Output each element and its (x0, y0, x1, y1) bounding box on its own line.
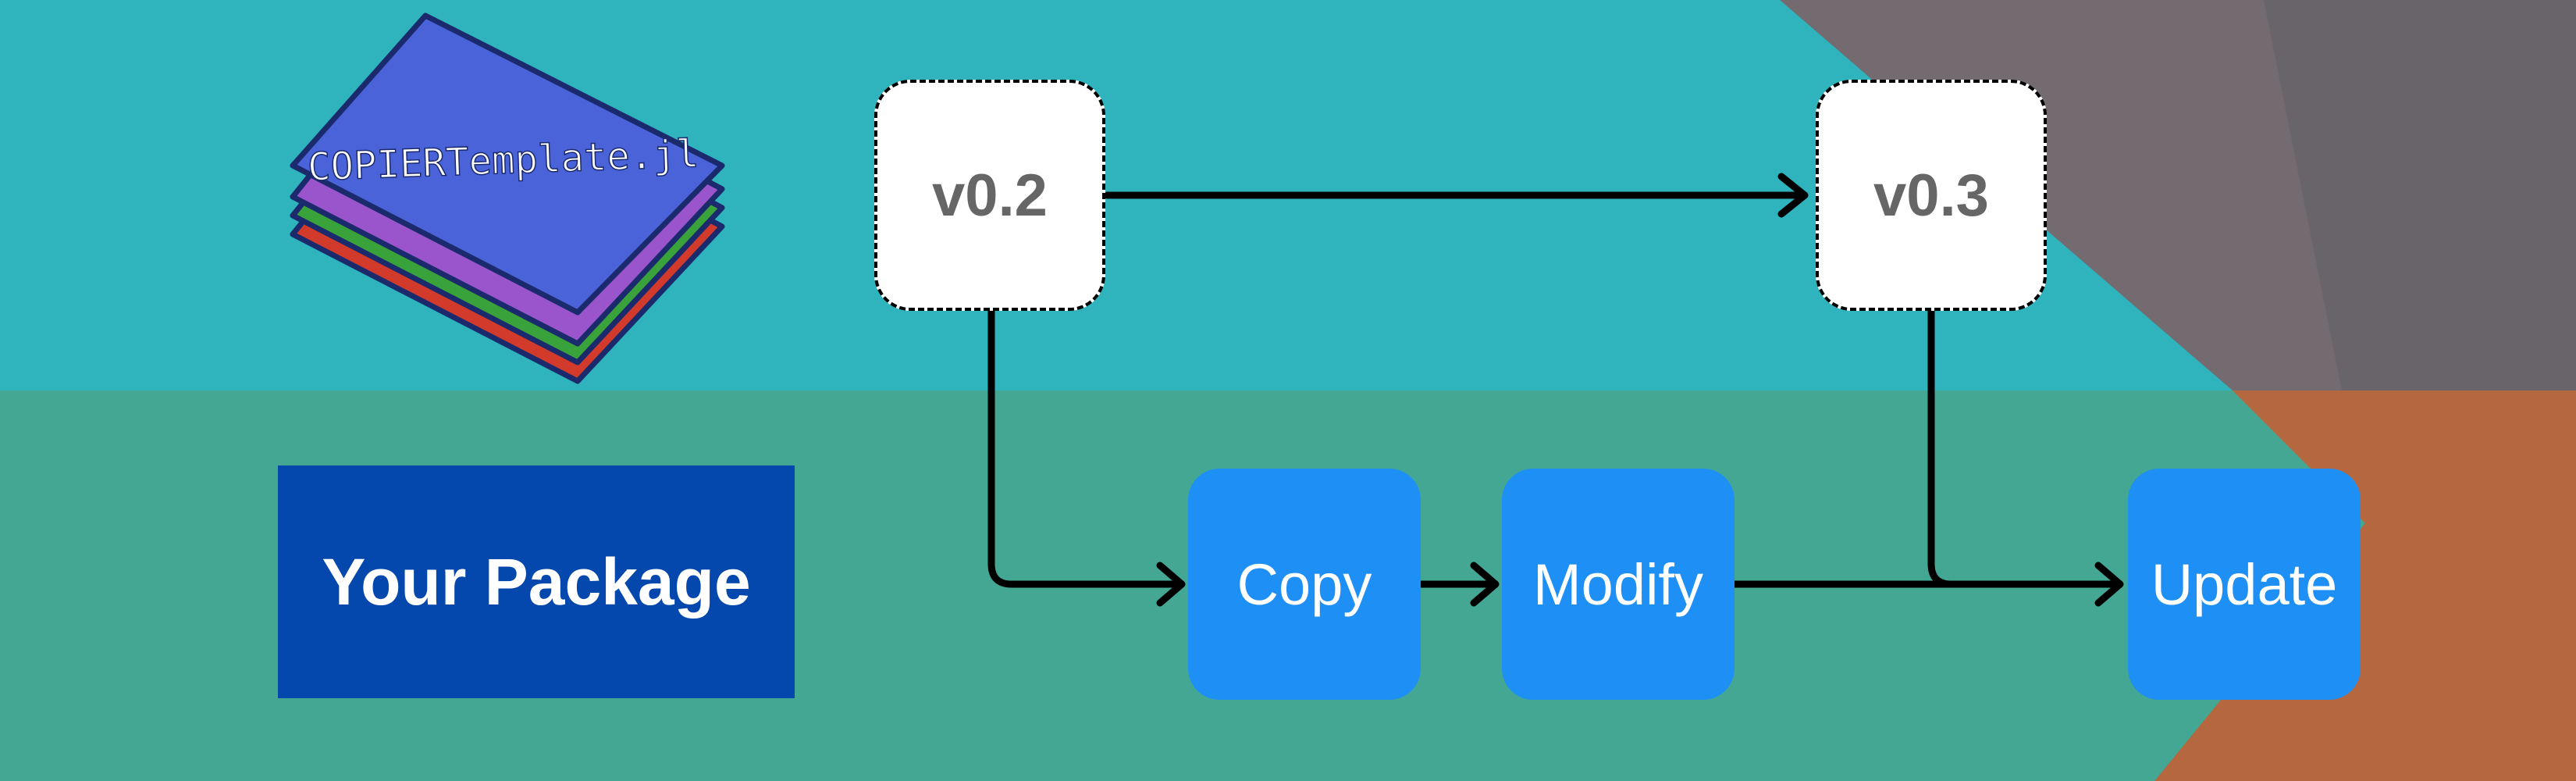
copy-step: Copy (1188, 469, 1421, 700)
your-package-box: Your Package (278, 465, 795, 698)
version-node-new: v0.3 (1816, 80, 2047, 311)
logo-card-blue (290, 12, 725, 316)
background-gray-dark (2264, 0, 2576, 390)
update-step: Update (2128, 469, 2361, 700)
version-node-old: v0.2 (874, 80, 1105, 311)
modify-step: Modify (1502, 469, 1735, 700)
copier-template-logo: COPIERTemplate.jl (290, 12, 725, 384)
